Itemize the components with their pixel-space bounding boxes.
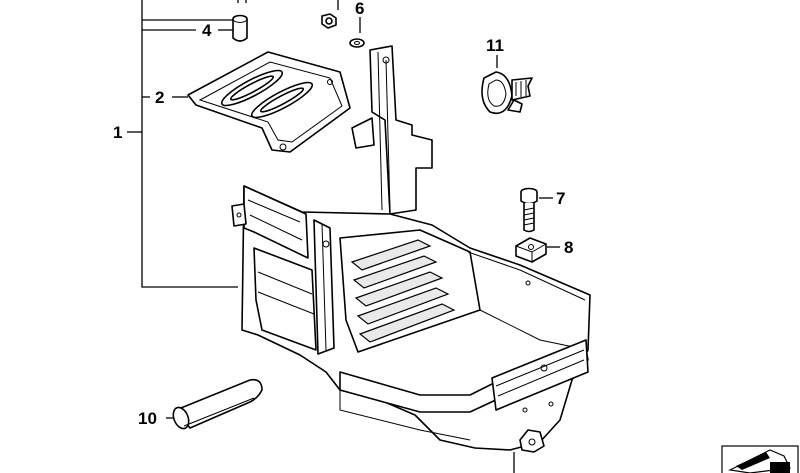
mounting-plate-part bbox=[187, 51, 351, 153]
callout-8: 8 bbox=[564, 238, 574, 257]
callout-2: 2 bbox=[155, 88, 165, 107]
callout-1: 1 bbox=[113, 123, 123, 142]
callout-4: 4 bbox=[202, 21, 212, 40]
sleeve-part bbox=[172, 378, 263, 430]
callout-11: 11 bbox=[486, 36, 504, 55]
nut-washer-part bbox=[321, 13, 365, 48]
clip-nut-part bbox=[515, 237, 547, 263]
arrow-symbol-icon bbox=[721, 445, 799, 473]
callout-7: 7 bbox=[556, 189, 566, 208]
callout-10: 10 bbox=[138, 409, 157, 428]
assembly-bracket-lines bbox=[127, 0, 238, 288]
clip-part bbox=[481, 71, 533, 115]
grommet-part bbox=[232, 0, 248, 42]
battery-tray-part bbox=[231, 45, 591, 453]
bolt-part bbox=[520, 187, 538, 233]
callout-6: 6 bbox=[355, 0, 365, 18]
leader-lines bbox=[166, 0, 560, 473]
